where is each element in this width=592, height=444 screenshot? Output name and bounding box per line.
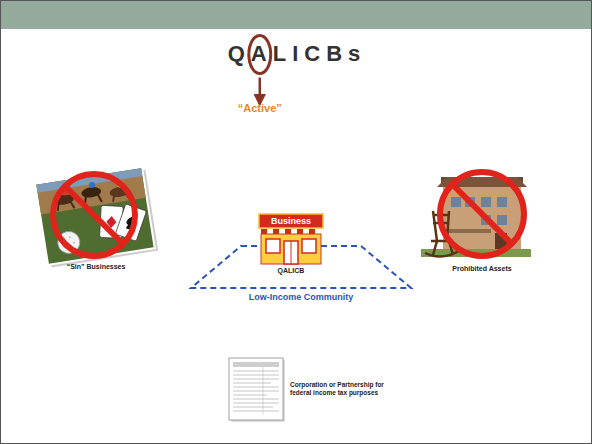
form-caption: Corporation or Partnership for federal i… [290,381,386,397]
callout-label: “Active” [190,102,330,116]
sin-business-picture [35,167,158,268]
awning [267,229,273,234]
awning [273,229,279,234]
awning [261,229,267,234]
icon-caption: QALICB [278,267,305,275]
building-front [261,234,321,264]
awning [285,229,291,234]
awning [291,229,297,234]
window [266,239,280,253]
callout-arrow [259,78,262,105]
prohibition-sign [53,174,135,256]
sign-text: Business [271,216,311,227]
door [284,241,298,264]
window [302,239,316,253]
awning [303,229,309,234]
dashed-outline [191,246,411,288]
door-line [291,241,292,264]
title-bar [1,1,592,29]
awning [279,229,285,234]
picture-caption: Prohibited Assets [427,265,537,274]
tax-form-picture [229,358,285,422]
community-region: BusinessQALICBLow-Income Community [189,245,413,305]
business-icon: BusinessQALICB [259,214,323,280]
awning [297,229,303,234]
awning [309,229,315,234]
region-label: Low-Income Community [249,292,354,303]
sign-board [259,214,323,228]
title-block: QALICBs [1,41,592,67]
awning [315,229,321,234]
slide-title: QALICBs [228,41,367,67]
picture-caption: “Sin” Businesses [41,263,151,272]
prohibition-sign [440,172,524,256]
